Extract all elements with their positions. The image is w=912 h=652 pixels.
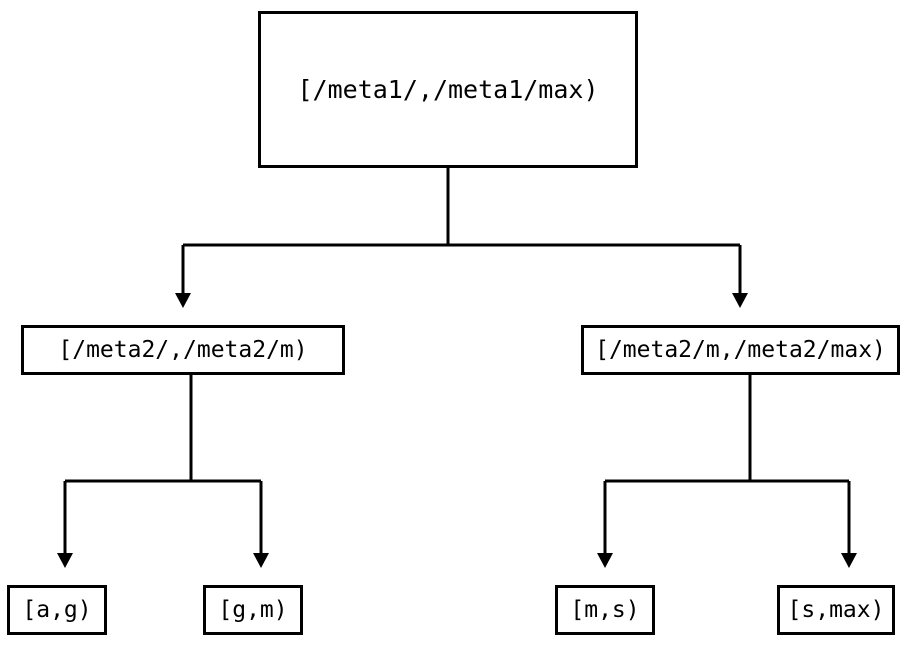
arrowhead-to-mid-left xyxy=(175,293,191,308)
node-leaf-ms[interactable]: [m,s) xyxy=(555,585,655,635)
node-mid-right[interactable]: [/meta2/m,/meta2/max) xyxy=(581,325,900,375)
node-leaf-gm[interactable]: [g,m) xyxy=(203,585,303,635)
node-mid-right-label: [/meta2/m,/meta2/max) xyxy=(595,336,886,363)
edge-mid-right-to-leaves xyxy=(597,375,857,568)
arrowhead-to-leaf-smax xyxy=(841,553,857,568)
node-leaf-ag[interactable]: [a,g) xyxy=(7,585,107,635)
arrowhead-to-leaf-ag xyxy=(57,553,73,568)
arrowhead-to-leaf-ms xyxy=(597,553,613,568)
node-root[interactable]: [/meta1/,/meta1/max) xyxy=(258,11,638,168)
node-leaf-smax[interactable]: [s,max) xyxy=(777,585,895,635)
node-leaf-ag-label: [a,g) xyxy=(22,596,92,623)
node-leaf-ms-label: [m,s) xyxy=(570,596,640,623)
node-root-label: [/meta1/,/meta1/max) xyxy=(297,75,599,104)
node-leaf-smax-label: [s,max) xyxy=(787,596,885,623)
arrowhead-to-leaf-gm xyxy=(253,553,269,568)
edge-mid-left-to-leaves xyxy=(57,375,269,568)
edge-root-to-mid-level xyxy=(175,168,748,308)
arrowhead-to-mid-right xyxy=(732,293,748,308)
node-leaf-gm-label: [g,m) xyxy=(218,596,288,623)
node-mid-left-label: [/meta2/,/meta2/m) xyxy=(58,336,308,363)
node-mid-left[interactable]: [/meta2/,/meta2/m) xyxy=(21,325,345,375)
